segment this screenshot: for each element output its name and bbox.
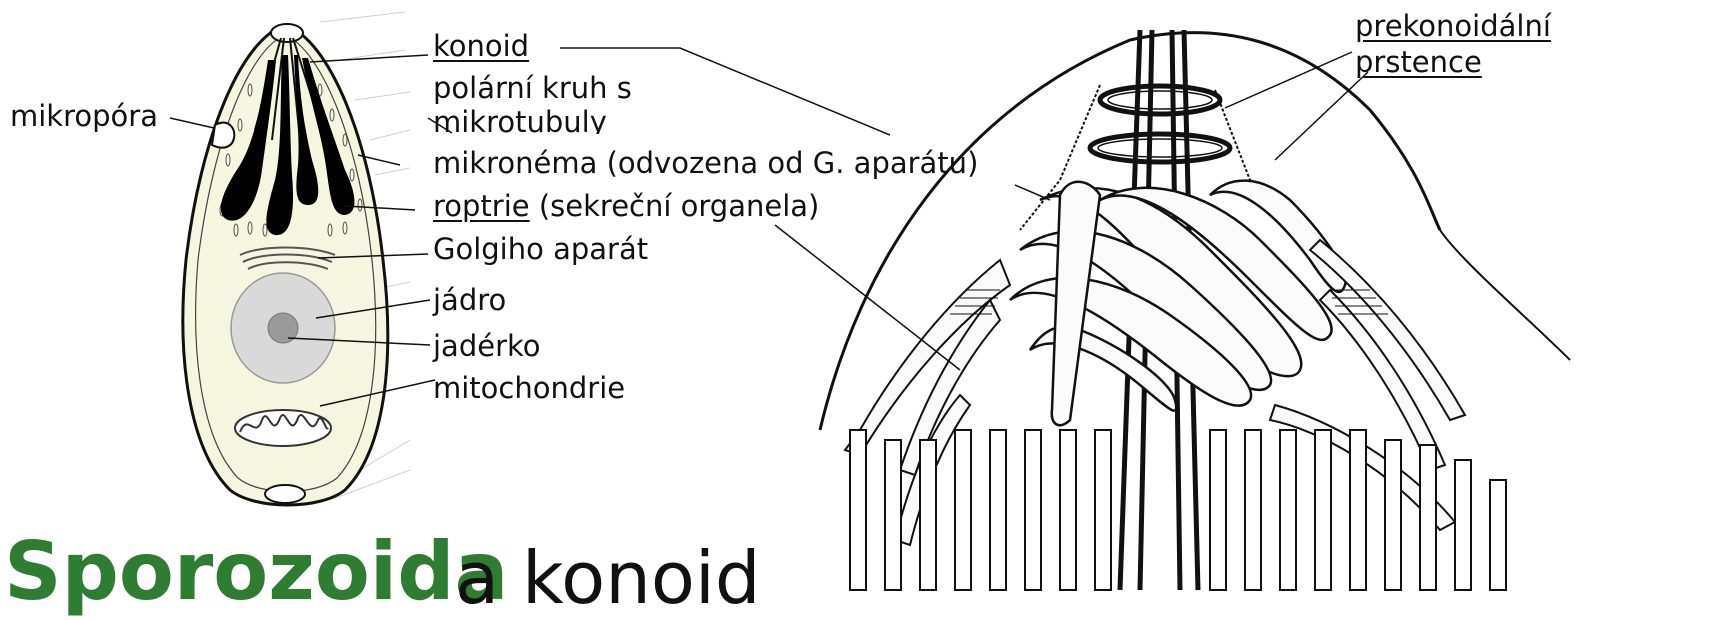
label-jadro: jádro xyxy=(433,284,506,316)
label-mikronema: mikronéma (odvozena od G. aparátu) xyxy=(433,147,978,179)
title-main: Sporozoida xyxy=(4,532,508,612)
preconoidal-ring-2 xyxy=(1090,134,1230,162)
label-roptrie: roptrie (sekreční organela) xyxy=(433,190,819,222)
label-jaderko: jadérko xyxy=(433,330,541,362)
label-konoid: konoid xyxy=(433,30,529,62)
conoid-diagram xyxy=(0,0,1717,603)
label-roptrie-suffix: (sekreční organela) xyxy=(530,189,820,223)
label-mikropora: mikropóra xyxy=(10,100,158,132)
label-prekonoidalni-1: prekonoidální xyxy=(1355,10,1551,42)
label-polarni-kruh-1: polární kruh s xyxy=(433,72,632,104)
preconoidal-ring-1 xyxy=(1100,86,1220,114)
title-rest: a konoid xyxy=(455,538,761,618)
label-prekonoidalni-2: prstence xyxy=(1355,46,1482,78)
label-roptrie-term: roptrie xyxy=(433,189,530,223)
label-polarni-kruh-2: mikrotubuly xyxy=(433,106,607,134)
label-mitochondrie: mitochondrie xyxy=(433,372,625,404)
label-golgi: Golgiho aparát xyxy=(433,233,648,265)
